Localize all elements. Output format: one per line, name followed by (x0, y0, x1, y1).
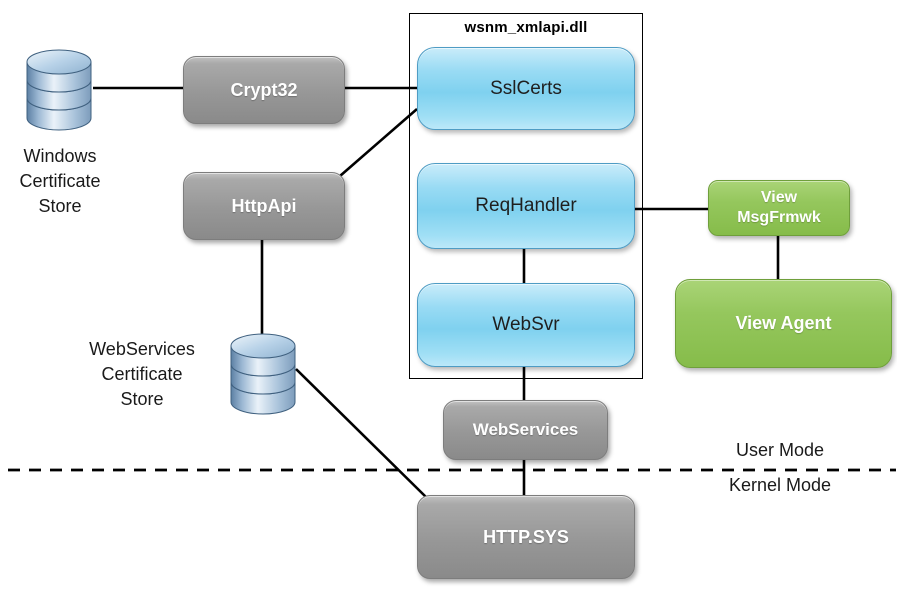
node-view-agent: View Agent (675, 279, 892, 368)
edge-webservices-store-to-httpsys (295, 368, 428, 499)
node-label: SslCerts (490, 77, 562, 99)
node-webservices: WebServices (443, 400, 608, 460)
node-crypt32: Crypt32 (183, 56, 345, 124)
node-label: WebServices (472, 420, 579, 439)
store-label-line1: Windows (23, 146, 97, 166)
node-label: WebSvr (492, 314, 560, 335)
store-label-line2: Certificate (101, 364, 183, 384)
node-websvr: WebSvr (417, 283, 635, 367)
store-label-line3: Store (120, 389, 164, 409)
node-label: HTTP.SYS (483, 526, 569, 547)
store-label-line1: WebServices (89, 339, 195, 359)
node-view-msgfrmwk: View MsgFrmwk (708, 180, 850, 236)
store-label-line2: Certificate (19, 171, 101, 191)
node-label-line2: MsgFrmwk (737, 209, 821, 226)
node-label: View Agent (735, 313, 832, 333)
wsnm-xmlapi-group: wsnm_xmlapi.dll (409, 13, 643, 379)
node-label: ReqHandler (475, 195, 577, 216)
node-reqhandler: ReqHandler (417, 163, 635, 249)
group-title: wsnm_xmlapi.dll (464, 19, 588, 36)
database-icon (230, 333, 296, 415)
node-httpapi: HttpApi (183, 172, 345, 240)
kernel-mode-label: Kernel Mode (728, 475, 832, 495)
node-httpsys: HTTP.SYS (417, 495, 635, 579)
node-label: Crypt32 (230, 79, 298, 100)
windows-certificate-store-label: Windows Certificate Store (0, 144, 120, 219)
webservices-certificate-store-label: WebServices Certificate Store (82, 337, 202, 412)
node-label-line1: View (760, 189, 798, 206)
database-icon (26, 49, 92, 131)
user-mode-label: User Mode (735, 440, 825, 460)
edge-httpapi-to-sslcerts (339, 108, 418, 177)
node-sslcerts: SslCerts (417, 47, 635, 130)
store-label-line3: Store (38, 196, 82, 216)
node-label: HttpApi (231, 195, 297, 216)
